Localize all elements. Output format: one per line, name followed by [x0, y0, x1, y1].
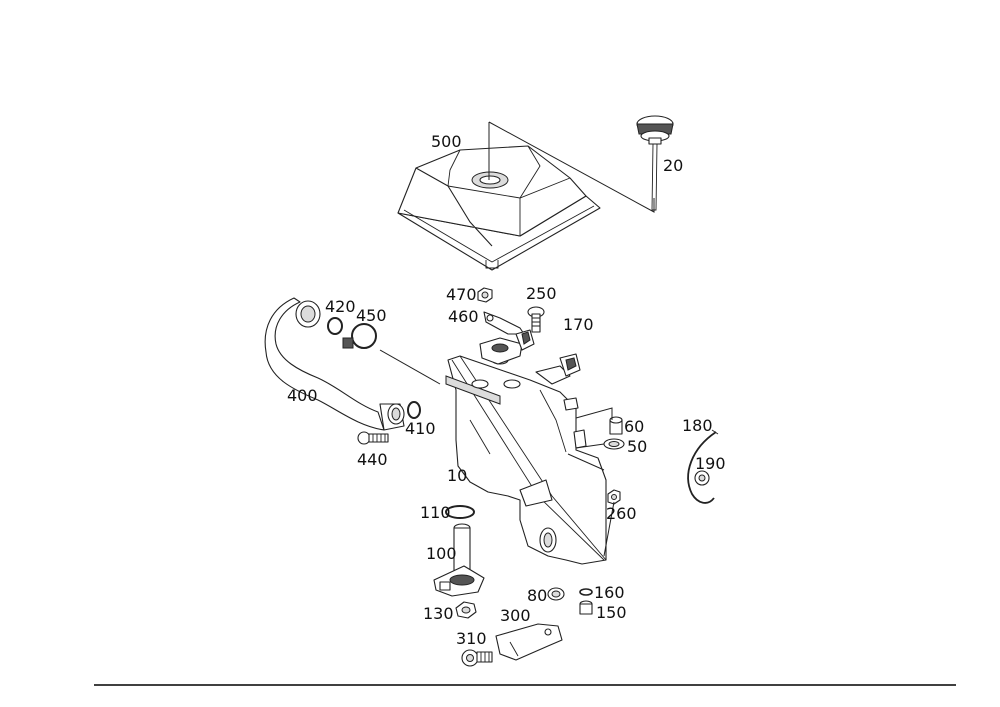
label-50: 50: [627, 437, 647, 456]
part-190-nut: [694, 470, 710, 486]
label-500: 500: [431, 132, 462, 151]
part-180-strap: [687, 429, 719, 504]
part-160-ring: [579, 588, 593, 596]
label-460: 460: [448, 307, 479, 326]
label-420: 420: [325, 297, 356, 316]
part-50-grommet: [603, 438, 625, 450]
label-250: 250: [526, 284, 557, 303]
part-460-bracket: [483, 311, 525, 335]
part-260-nut: [607, 489, 621, 505]
label-310: 310: [456, 629, 487, 648]
part-60-bolt: [609, 416, 623, 435]
label-110: 110: [420, 503, 451, 522]
part-150-plug: [579, 600, 593, 615]
part-310-bolt: [461, 649, 493, 667]
label-410: 410: [405, 419, 436, 438]
label-440: 440: [357, 450, 388, 469]
label-150: 150: [596, 603, 627, 622]
leader-450-tank: [379, 349, 441, 385]
leader-60-50: [567, 407, 613, 471]
label-300: 300: [500, 606, 531, 625]
label-160: 160: [594, 583, 625, 602]
label-170: 170: [563, 315, 594, 334]
part-400-hose: [264, 297, 405, 431]
part-100-level-sensor: [433, 523, 485, 597]
label-470: 470: [446, 285, 477, 304]
part-10-tank-body: [445, 337, 607, 565]
label-10: 10: [447, 466, 467, 485]
label-80: 80: [527, 586, 547, 605]
label-20: 20: [663, 156, 683, 175]
label-260: 260: [606, 504, 637, 523]
label-180: 180: [682, 416, 713, 435]
label-450: 450: [356, 306, 387, 325]
part-410-seal-ring: [407, 401, 421, 419]
label-100: 100: [426, 544, 457, 563]
part-170-clips: [515, 329, 581, 377]
leader-500-20: [488, 121, 655, 213]
leader-260: [603, 501, 615, 557]
part-500-tank-cover: [397, 145, 601, 271]
label-130: 130: [423, 604, 454, 623]
part-130-nut: [455, 601, 477, 619]
part-450-hose-clamp: [342, 323, 377, 349]
part-470-nut: [477, 287, 493, 303]
label-400: 400: [287, 386, 318, 405]
part-110-seal-ring: [445, 505, 475, 519]
part-300-bracket: [495, 623, 563, 661]
label-190: 190: [695, 454, 726, 473]
part-440-screw: [357, 431, 389, 445]
part-80-plug: [547, 587, 565, 601]
part-250-screw: [527, 306, 545, 333]
part-420-seal-ring: [327, 317, 343, 335]
label-60: 60: [624, 417, 644, 436]
part-labels: 500 20 470 250 460 170 420 450 400 410 4…: [287, 132, 726, 648]
